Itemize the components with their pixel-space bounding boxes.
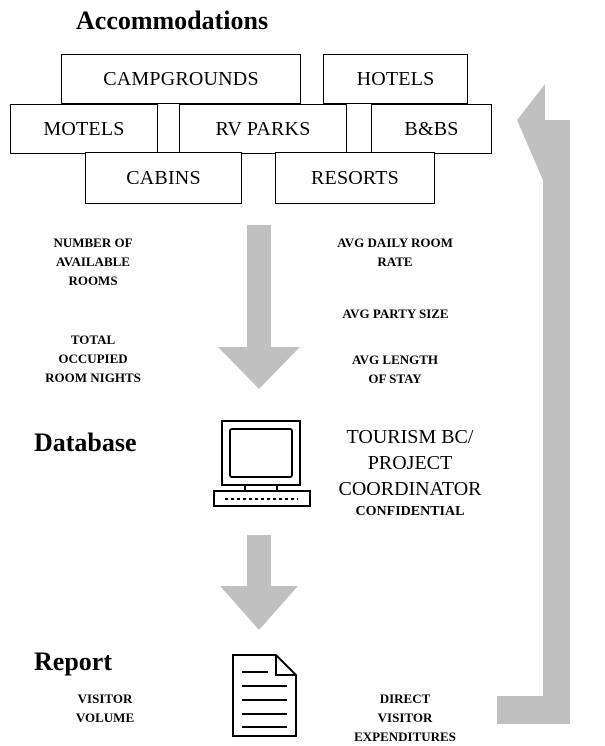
metric-occupied-room-nights: TOTAL OCCUPIED ROOM NIGHTS (45, 332, 141, 385)
box-bnbs: B&BS (371, 104, 492, 154)
computer-icon (213, 420, 311, 507)
metric-avg-party-size: AVG PARTY SIZE (342, 306, 449, 321)
box-rv-parks: RV PARKS (179, 104, 347, 154)
box-motels: MOTELS (10, 104, 158, 154)
metric-avg-length-of-stay: AVG LENGTH OF STAY (351, 352, 439, 386)
database-title: Database (34, 428, 137, 457)
metric-avg-daily-room-rate: AVG DAILY ROOM RATE (337, 235, 453, 269)
box-hotels: HOTELS (323, 54, 468, 104)
box-resorts: RESORTS (275, 152, 435, 204)
document-icon (232, 654, 297, 737)
box-cabins: CABINS (85, 152, 242, 204)
accommodations-title: Accommodations (76, 6, 269, 35)
box-campgrounds: CAMPGROUNDS (61, 54, 301, 104)
feedback-loop-arrow (497, 84, 570, 724)
metric-available-rooms: NUMBER OF AVAILABLE ROOMS (53, 235, 133, 288)
report-title: Report (34, 647, 112, 676)
metric-direct-visitor-expenditures: DIRECT VISITOR EXPENDITURES (354, 691, 456, 744)
down-arrow-to-report (220, 535, 298, 630)
coordinator-label: TOURISM BC/ PROJECT COORDINATOR CONFIDEN… (330, 424, 490, 522)
metric-visitor-volume: VISITOR VOLUME (75, 691, 135, 725)
down-arrow-to-database (218, 225, 300, 389)
confidential-label: CONFIDENTIAL (355, 504, 465, 519)
